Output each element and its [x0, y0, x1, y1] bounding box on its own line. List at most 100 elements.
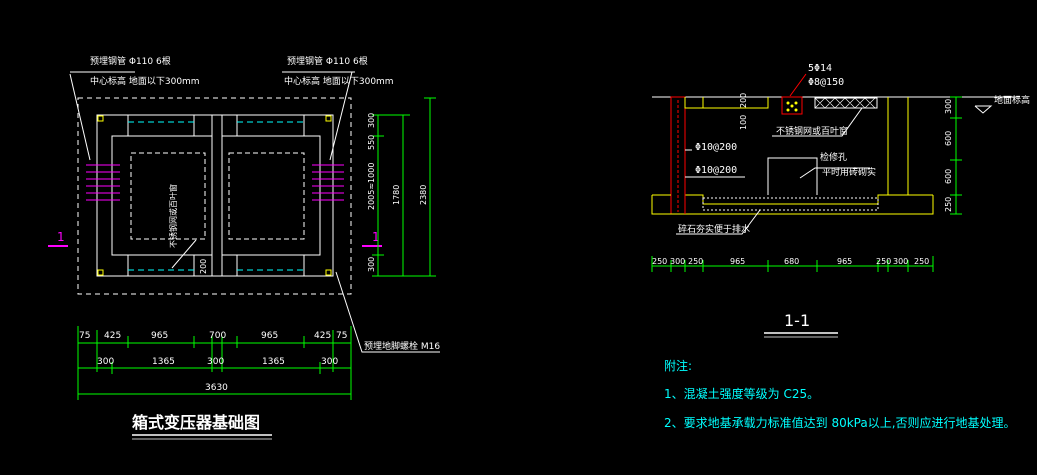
sec-dim-right-4: 250 — [944, 197, 953, 212]
sec-dim-b7: 250 — [876, 257, 891, 266]
dim-row2-1: 300 — [97, 357, 114, 367]
section-right-dims — [950, 96, 962, 215]
dim-left-top: 200 — [739, 93, 748, 108]
dim-row2-5: 300 — [321, 357, 338, 367]
plan-pipes-left — [86, 164, 120, 201]
mesh-window — [814, 97, 878, 109]
leader-line — [676, 209, 761, 235]
dim-row2-4: 1365 — [262, 357, 285, 367]
plan-left-chamber — [111, 135, 213, 256]
leader-line — [799, 167, 870, 179]
mesh-hatch — [814, 97, 876, 109]
rebar-dot — [786, 101, 790, 105]
dim-bottom-6: 425 — [314, 331, 331, 341]
rebar-dot — [786, 108, 790, 112]
bolt-note: 预埋地脚螺栓 M16 — [364, 340, 440, 352]
rebar-dot — [794, 108, 798, 112]
rebar-dot — [790, 104, 794, 108]
section-label: 1-1 — [784, 311, 810, 330]
anchor-bolt — [325, 269, 332, 276]
pipe-label-left-1: 预埋钢管 Φ110 6根 — [90, 55, 171, 67]
dim-bottom-3: 965 — [151, 331, 168, 341]
sec-dim-b3: 250 — [688, 257, 703, 266]
sec-dim-b9: 250 — [914, 257, 929, 266]
stirrup-label: Φ8@150 — [808, 77, 844, 88]
dim-row2-3: 300 — [207, 357, 224, 367]
wall-rebar-2: Φ10@200 — [695, 165, 737, 176]
leader-line — [69, 73, 91, 161]
dim-bottom-5: 965 — [261, 331, 278, 341]
plan-outer-dashed — [77, 97, 352, 295]
leader-line — [335, 271, 440, 353]
anchor-bolt — [97, 269, 104, 276]
dim-right-mid: 1780 — [392, 185, 401, 205]
foundation-outline — [685, 194, 908, 205]
plan-right-dims — [372, 97, 436, 277]
plan-view: 1 1 预埋钢管 Φ110 6根 中心标高 地面以下300mm 预埋钢管 Φ11… — [48, 55, 440, 440]
anchor-bolt — [97, 115, 104, 122]
plan-left-inner-dashed — [130, 152, 206, 240]
section-mark-left: 1 — [57, 230, 65, 244]
left-dim-small: 200 — [199, 259, 208, 274]
plan-right-chamber — [221, 135, 321, 256]
dim-bottom-1: 75 — [79, 331, 90, 341]
gravel-layer — [702, 197, 879, 211]
leader-line — [772, 107, 863, 137]
plan-right-inner-dashed — [228, 152, 305, 240]
dim-bottom-2: 425 — [104, 331, 121, 341]
sec-dim-right-1: 300 — [944, 99, 953, 114]
dim-right-4: 300 — [367, 257, 376, 272]
section-view: 5Φ14 Φ8@150 不锈钢网或百叶窗 Φ10@200 Φ10@200 检修孔… — [651, 63, 1030, 338]
dim-bottom-4: 700 — [209, 331, 226, 341]
dim-right-2: 550 — [367, 135, 376, 150]
anchor-bolt — [325, 115, 332, 122]
leader-line — [171, 239, 197, 269]
sec-dim-b5: 680 — [784, 257, 799, 266]
pipe-label-right-1: 预埋钢管 Φ110 6根 — [287, 55, 368, 67]
plan-bottom-dims — [77, 326, 352, 400]
dim-total: 3630 — [205, 383, 228, 393]
hole-note: 检修孔 — [820, 151, 847, 163]
notes-heading: 附注: — [664, 358, 692, 373]
level-triangle — [974, 105, 993, 114]
section-mark-right: 1 — [372, 230, 380, 244]
ground-label: 地面标高 — [994, 94, 1030, 106]
sec-dim-b2: 300 — [670, 257, 685, 266]
hole-note-2: 平时用砖砌实 — [822, 166, 876, 178]
wall-rebar-1: Φ10@200 — [695, 142, 737, 153]
pipe-label-left-2: 中心标高 地面以下300mm — [90, 75, 200, 87]
dim-right-1: 300 — [367, 113, 376, 128]
foundation-outline — [684, 97, 769, 109]
gravel-note: 碎石夯实便于排水 — [678, 223, 750, 235]
dim-right-3: 2005≈1000 — [367, 163, 376, 210]
sec-dim-b4: 965 — [730, 257, 745, 266]
notes: 附注: 1、混凝土强度等级为 C25。 2、要求地基承载力标准值达到 80kPa… — [664, 358, 1016, 430]
dim-bottom-7: 75 — [336, 331, 347, 341]
note-line-1: 1、混凝土强度等级为 C25。 — [664, 386, 819, 401]
plan-pipes-right — [312, 164, 344, 201]
mesh-note: 不锈钢网或百叶窗 — [776, 125, 848, 137]
top-beam-rebar — [781, 96, 803, 115]
center-mesh-note: 不锈钢网或百叶窗 — [168, 184, 178, 248]
rebar-top-label: 5Φ14 — [808, 63, 832, 74]
sec-dim-b8: 300 — [893, 257, 908, 266]
leader-line — [329, 71, 353, 161]
plan-outer-wall — [96, 114, 334, 277]
sec-dim-right-3: 600 — [944, 169, 953, 184]
leader-line — [789, 73, 807, 97]
dim-right-outer: 2380 — [419, 185, 428, 205]
pipe-label-right-2: 中心标高 地面以下300mm — [284, 75, 394, 87]
inspection-hole — [767, 157, 818, 195]
sec-dim-b1: 250 — [652, 257, 667, 266]
foundation-outline — [651, 195, 934, 215]
plan-title: 箱式变压器基础图 — [132, 413, 260, 432]
section-bottom-dims — [651, 256, 934, 272]
sec-dim-b6: 965 — [837, 257, 852, 266]
sec-dim-right-2: 600 — [944, 131, 953, 146]
foundation-outline — [907, 97, 933, 196]
rebar-dot — [794, 101, 798, 105]
dim-left-mid: 100 — [739, 115, 748, 130]
dim-row2-2: 1365 — [152, 357, 175, 367]
note-line-2: 2、要求地基承载力标准值达到 80kPa以上,否则应进行地基处理。 — [664, 415, 1016, 430]
